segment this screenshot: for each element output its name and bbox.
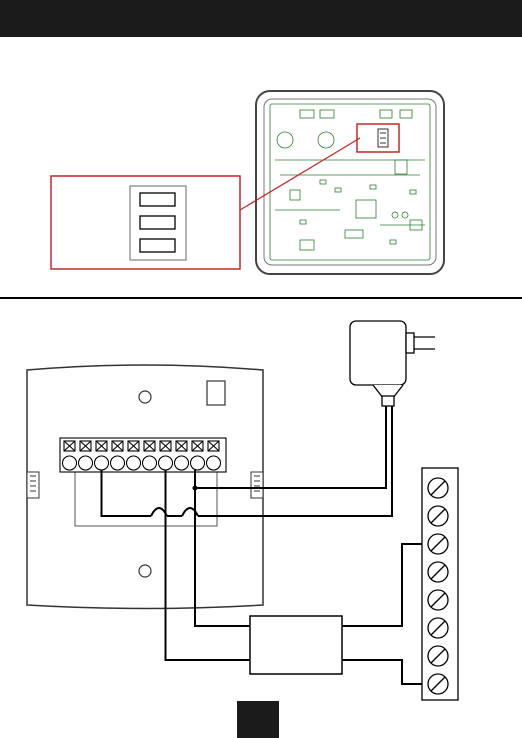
terminal-strip-screw-5 — [428, 590, 448, 610]
switch-position-3 — [140, 239, 175, 252]
pcb-housing — [256, 91, 444, 274]
ac-adapter — [350, 321, 435, 406]
page-number-tab — [237, 701, 279, 738]
section-divider — [0, 297, 522, 299]
terminal-strip — [422, 468, 458, 700]
switch-position-1 — [140, 193, 175, 206]
terminal-strip-screw-3 — [428, 534, 448, 554]
terminal-strip-screw-7 — [428, 646, 448, 666]
switch-small — [378, 129, 388, 147]
transformer-box — [250, 616, 342, 674]
terminal-strip-screw-8 — [428, 674, 448, 694]
terminal-strip-screw-4 — [428, 562, 448, 582]
terminal-strip-screw-2 — [428, 506, 448, 526]
terminal-strip-screw-6 — [428, 618, 448, 638]
dip-switch-zoom — [130, 186, 186, 260]
thermostat-base — [27, 365, 263, 609]
thermostat-terminal-block — [60, 438, 226, 472]
wire-junction — [193, 486, 198, 491]
terminal-strip-screw-1 — [428, 478, 448, 498]
switch-position-2 — [140, 216, 175, 229]
